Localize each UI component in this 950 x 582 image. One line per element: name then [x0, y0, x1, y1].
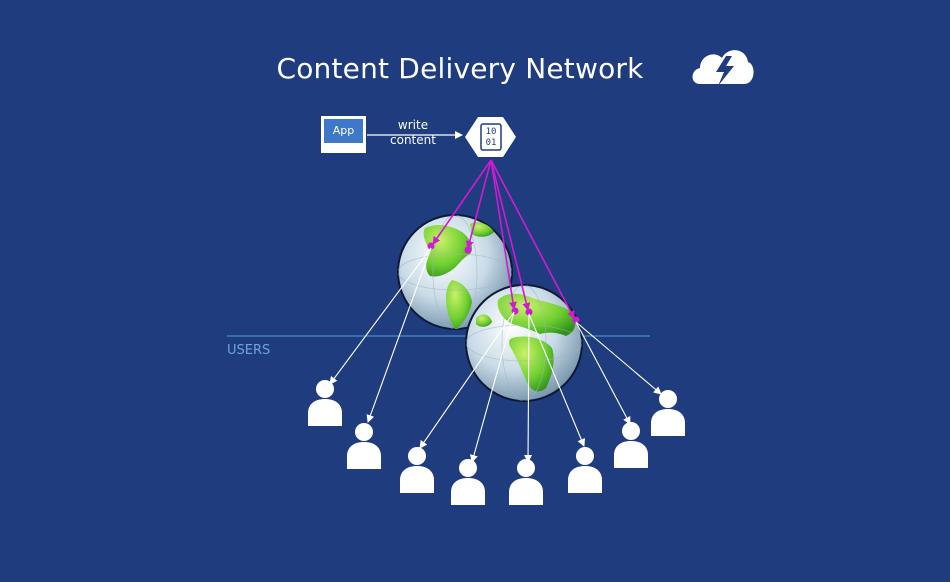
- replication-arrows: [432, 159, 575, 319]
- replication-arrow: [432, 159, 492, 245]
- users-label: USERS: [227, 343, 271, 358]
- globe-europe-africa-icon: [465, 284, 583, 402]
- storage-hexagon-icon: 10 01: [465, 117, 516, 157]
- user-icon: [451, 459, 485, 505]
- delivery-arrow: [329, 247, 432, 385]
- replication-arrow: [465, 159, 492, 249]
- user-icon: [347, 423, 381, 469]
- delivery-arrows: [329, 247, 662, 463]
- svg-text:01: 01: [486, 138, 497, 148]
- edge-node: [572, 316, 580, 324]
- users-group: [308, 380, 685, 505]
- user-icon: [614, 422, 648, 468]
- delivery-arrow: [524, 313, 533, 463]
- user-icon: [308, 380, 342, 426]
- write-label-line1: write: [397, 118, 429, 132]
- delivery-arrow: [575, 321, 631, 425]
- write-content-label: write content: [378, 118, 448, 148]
- cloud-lightning-icon: [692, 50, 754, 86]
- write-label-line2: content: [390, 133, 436, 147]
- delivery-arrow: [366, 247, 432, 423]
- app-label: App: [324, 119, 363, 143]
- replication-arrow: [490, 159, 531, 311]
- edge-node: [427, 242, 435, 250]
- svg-text:10: 10: [486, 127, 497, 137]
- user-icon: [509, 459, 543, 505]
- user-icon: [400, 447, 434, 493]
- user-icon: [568, 447, 602, 493]
- user-icon: [651, 390, 685, 436]
- edge-node: [464, 246, 472, 254]
- delivery-arrow: [419, 311, 515, 449]
- delivery-arrow: [528, 313, 585, 447]
- replication-arrow: [490, 159, 575, 319]
- delivery-arrow: [575, 321, 662, 395]
- app-box: App: [321, 116, 366, 153]
- page-title: Content Delivery Network: [276, 52, 644, 85]
- delivery-arrow: [470, 311, 515, 463]
- replication-arrow: [490, 159, 517, 310]
- edge-node: [525, 308, 533, 316]
